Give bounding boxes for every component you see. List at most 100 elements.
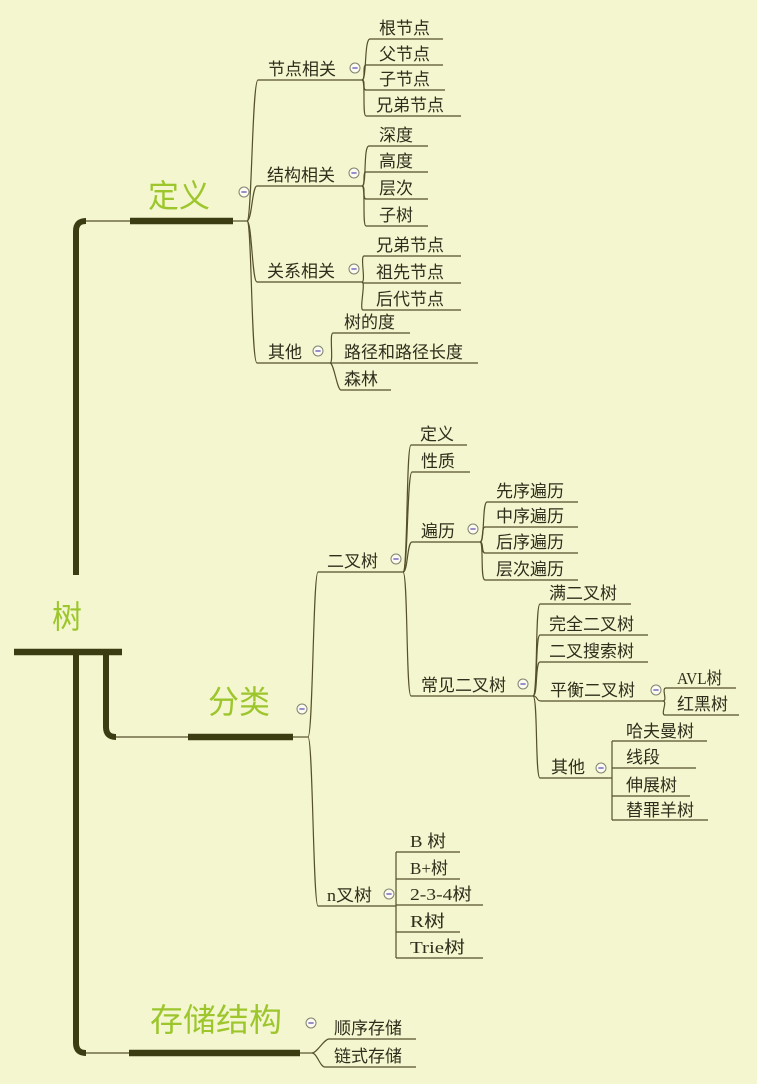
node-sequential-storage[interactable]: 顺序存储 [334, 1019, 402, 1038]
node-r-tree[interactable]: R树 [410, 912, 445, 931]
node-avl-tree[interactable]: AVL树 [677, 669, 722, 688]
node-storage-structure[interactable]: 存储结构 [150, 1001, 282, 1039]
node-tree[interactable]: 树 [52, 598, 82, 636]
node-definition[interactable]: 定义 [148, 177, 210, 215]
collapse-icons [238, 62, 662, 1029]
collapse-icon-relation-related[interactable] [348, 263, 360, 275]
node-common-binary-trees[interactable]: 常见二叉树 [421, 676, 506, 695]
connector [662, 700, 666, 716]
branch-stubs [86, 220, 312, 1054]
node-child-node[interactable]: 子节点 [379, 70, 430, 89]
node-bt-properties[interactable]: 性质 [421, 452, 455, 471]
collapse-icon-traversal[interactable] [467, 523, 479, 535]
connector [361, 79, 367, 117]
node-linked-storage[interactable]: 链式存储 [334, 1047, 402, 1066]
node-others-definition[interactable]: 其他 [268, 343, 302, 362]
node-classification[interactable]: 分类 [208, 683, 270, 721]
connector [361, 145, 370, 187]
node-labels: 树 定义 分类 存储结构 节点相关 根节点 父节点 子节点 兄弟节点 结构相关 … [52, 19, 728, 1066]
node-root-node[interactable]: 根节点 [379, 19, 430, 38]
connector [662, 687, 667, 702]
collapse-icon-common-binary-trees[interactable] [517, 678, 529, 690]
collapse-icon-classification[interactable] [296, 703, 308, 715]
connector [402, 541, 413, 573]
node-tree-degree[interactable]: 树的度 [344, 313, 395, 332]
node-levelorder[interactable]: 层次遍历 [496, 560, 564, 579]
connector [361, 185, 367, 227]
connector [246, 220, 258, 364]
node-underlines [257, 38, 739, 1068]
node-inorder[interactable]: 中序遍历 [496, 507, 564, 526]
node-complete-binary-tree[interactable]: 完全二叉树 [549, 615, 634, 634]
trunk-to-definition [73, 218, 87, 575]
node-preorder[interactable]: 先序遍历 [496, 482, 564, 501]
node-path-and-length[interactable]: 路径和路径长度 [344, 343, 463, 362]
node-postorder[interactable]: 后序遍历 [496, 533, 564, 552]
node-node-related[interactable]: 节点相关 [268, 60, 336, 79]
node-234-tree[interactable]: 2-3-4树 [410, 885, 472, 904]
node-sibling-node[interactable]: 兄弟节点 [376, 96, 444, 115]
node-descendant-node[interactable]: 后代节点 [376, 290, 444, 309]
connector [361, 171, 367, 187]
connector [246, 79, 259, 222]
node-b-plus-tree[interactable]: B+树 [410, 859, 448, 878]
node-segment[interactable]: 线段 [626, 748, 660, 767]
connector [532, 661, 541, 697]
node-height[interactable]: 高度 [379, 152, 413, 171]
node-trie-tree[interactable]: Trie树 [410, 938, 465, 957]
connector [307, 571, 319, 738]
node-splay-tree[interactable]: 伸展树 [626, 776, 677, 795]
connector [361, 38, 371, 81]
node-others-binary-tree[interactable]: 其他 [551, 758, 585, 777]
node-binary-tree[interactable]: 二叉树 [327, 552, 378, 571]
connector [532, 695, 541, 779]
node-binary-search-tree[interactable]: 二叉搜索树 [549, 642, 634, 661]
collapse-icon-structure-related[interactable] [348, 167, 360, 179]
connector [532, 695, 542, 702]
node-structure-related[interactable]: 结构相关 [267, 166, 335, 185]
node-traversal[interactable]: 遍历 [421, 522, 455, 541]
connector [479, 541, 486, 581]
connector [479, 501, 488, 543]
main-branch-lines [14, 217, 300, 1057]
node-full-binary-tree[interactable]: 满二叉树 [549, 584, 617, 603]
connector [329, 332, 334, 364]
collapse-icon-node-related[interactable] [349, 62, 361, 74]
node-scapegoat-tree[interactable]: 替罪羊树 [626, 801, 694, 820]
node-nary-tree[interactable]: n叉树 [327, 886, 372, 905]
node-balanced-binary-tree[interactable]: 平衡二叉树 [550, 681, 635, 700]
collapse-icon-balanced-binary-tree[interactable] [650, 684, 662, 696]
connectors [246, 38, 667, 1068]
trunk-to-classification [103, 650, 117, 740]
connector [307, 736, 319, 907]
connector [479, 526, 486, 543]
connector [402, 571, 412, 697]
connector [311, 1038, 330, 1054]
node-huffman-tree[interactable]: 哈夫曼树 [626, 722, 694, 741]
connector [402, 444, 412, 573]
node-parent-node[interactable]: 父节点 [379, 45, 430, 64]
collapse-icon-storage-structure[interactable] [305, 1017, 317, 1029]
node-depth[interactable]: 深度 [379, 126, 413, 145]
connector [246, 185, 258, 222]
node-ancestor-node[interactable]: 祖先节点 [376, 263, 444, 282]
node-forest[interactable]: 森林 [344, 370, 378, 389]
collapse-icon-binary-tree[interactable] [390, 553, 402, 565]
connector [361, 255, 365, 283]
connector [361, 281, 364, 311]
node-relation-related[interactable]: 关系相关 [267, 262, 335, 281]
connector [311, 1052, 326, 1068]
trunk-to-storage [73, 650, 87, 1056]
collapse-icon-nary-tree[interactable] [383, 888, 395, 900]
node-red-black-tree[interactable]: 红黑树 [677, 695, 728, 714]
connector [329, 362, 342, 391]
node-bt-definition[interactable]: 定义 [420, 425, 454, 444]
node-subtree[interactable]: 子树 [379, 206, 413, 225]
collapse-icon-others-definition[interactable] [312, 345, 324, 357]
collapse-icon-definition[interactable] [238, 186, 250, 198]
node-sibling-node-2[interactable]: 兄弟节点 [376, 236, 444, 255]
node-level[interactable]: 层次 [379, 179, 413, 198]
collapse-icon-others-binary-tree[interactable] [595, 762, 607, 774]
node-b-tree[interactable]: B 树 [410, 832, 446, 851]
